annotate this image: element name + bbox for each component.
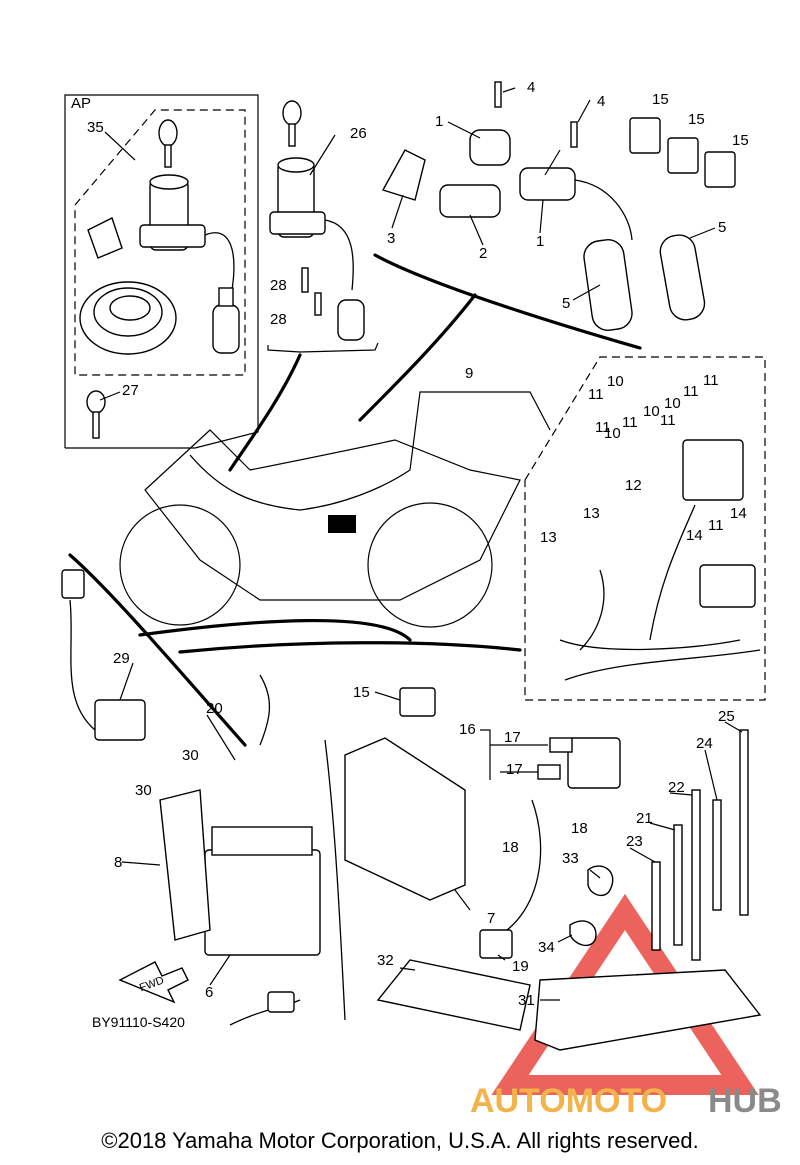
callout: 4 xyxy=(527,79,535,96)
motorcycle-outline xyxy=(119,429,521,628)
callout: 9 xyxy=(465,365,473,382)
ap-group-box: AP xyxy=(64,94,259,449)
callout: 17 xyxy=(504,729,521,746)
fwd-arrow-icon: FWD xyxy=(118,961,189,1004)
part-code-label: BY91110-S420 xyxy=(92,1014,185,1030)
callout: 3 xyxy=(387,230,395,247)
callout: 17 xyxy=(506,761,523,778)
callout: 5 xyxy=(562,295,570,312)
lock-icon xyxy=(87,217,123,259)
callout: 10 xyxy=(604,425,621,442)
exploded-view-svg: AP xyxy=(61,79,782,1120)
relay-icons xyxy=(399,117,736,717)
callout: 11 xyxy=(660,412,676,429)
callout: 13 xyxy=(540,529,557,546)
callout: 14 xyxy=(686,527,703,544)
callout: 24 xyxy=(696,735,713,752)
callout-leaders xyxy=(99,87,743,1001)
callout: 26 xyxy=(350,125,367,142)
callout: 7 xyxy=(487,910,495,927)
callout: 25 xyxy=(718,708,735,725)
watermark-brand-part2: HUB xyxy=(708,1082,782,1120)
callout: 11 xyxy=(588,386,604,403)
callout: 20 xyxy=(206,700,223,717)
callout: 30 xyxy=(182,747,199,764)
callout: 33 xyxy=(562,850,579,867)
watermark-text: AUTOMOTO HUB xyxy=(470,1082,782,1120)
watermark-brand-part1: AUTOMOTO xyxy=(470,1082,667,1120)
callout: 10 xyxy=(664,395,681,412)
callout: 19 xyxy=(512,958,529,975)
callout: 34 xyxy=(538,939,555,956)
callout: 15 xyxy=(353,684,370,701)
callout: 18 xyxy=(571,820,588,837)
callout: 1 xyxy=(435,113,443,130)
copyright-text: ©2018 Yamaha Motor Corporation, U.S.A. A… xyxy=(101,1128,699,1153)
callout: 30 xyxy=(135,782,152,799)
lower-parts: FWD xyxy=(61,569,762,1051)
callout: 15 xyxy=(652,91,669,108)
callout: 22 xyxy=(668,779,685,796)
fuel-cap-icon xyxy=(79,281,177,355)
callout: 11 xyxy=(708,517,724,534)
callout: 29 xyxy=(113,650,130,667)
callout: 1 xyxy=(536,233,544,250)
callout: 15 xyxy=(732,132,749,149)
fuse-box-group xyxy=(524,356,766,701)
callout: 11 xyxy=(622,414,638,431)
callout: 32 xyxy=(377,952,394,969)
callout: 15 xyxy=(688,111,705,128)
leader-lines xyxy=(68,293,522,747)
callout: 12 xyxy=(625,477,642,494)
ignition-coil-group xyxy=(373,81,706,350)
callout: 35 xyxy=(87,119,104,136)
callout: 28 xyxy=(270,311,287,328)
main-switch-icon xyxy=(139,174,240,354)
switch-26-group xyxy=(267,100,379,353)
ap-label: AP xyxy=(71,95,91,112)
callout: 14 xyxy=(730,505,747,522)
callout: 16 xyxy=(459,721,476,738)
key-27-icon xyxy=(86,390,106,439)
key-26-icon xyxy=(282,100,302,147)
callout: 5 xyxy=(718,219,726,236)
callout: 11 xyxy=(595,419,611,436)
key-icon xyxy=(158,119,178,168)
callout: 8 xyxy=(114,854,122,871)
callout: 18 xyxy=(502,839,519,856)
callout: 6 xyxy=(205,984,213,1001)
callout: 27 xyxy=(122,382,139,399)
callout: 28 xyxy=(270,277,287,294)
callout: 2 xyxy=(479,245,487,262)
callout: 11 xyxy=(683,383,699,400)
callout: 10 xyxy=(643,403,660,420)
screw-28-icon xyxy=(301,267,322,316)
callout: 21 xyxy=(636,810,653,827)
callout: 13 xyxy=(583,505,600,522)
callout: 10 xyxy=(607,373,624,390)
callout: 11 xyxy=(703,372,719,389)
callout: 23 xyxy=(626,833,643,850)
callout: 4 xyxy=(597,93,605,110)
callout: 31 xyxy=(518,992,535,1009)
callout-numbers: 1 1 2 3 4 4 5 5 6 7 8 9 10 10 10 10 11 1… xyxy=(87,79,749,1009)
